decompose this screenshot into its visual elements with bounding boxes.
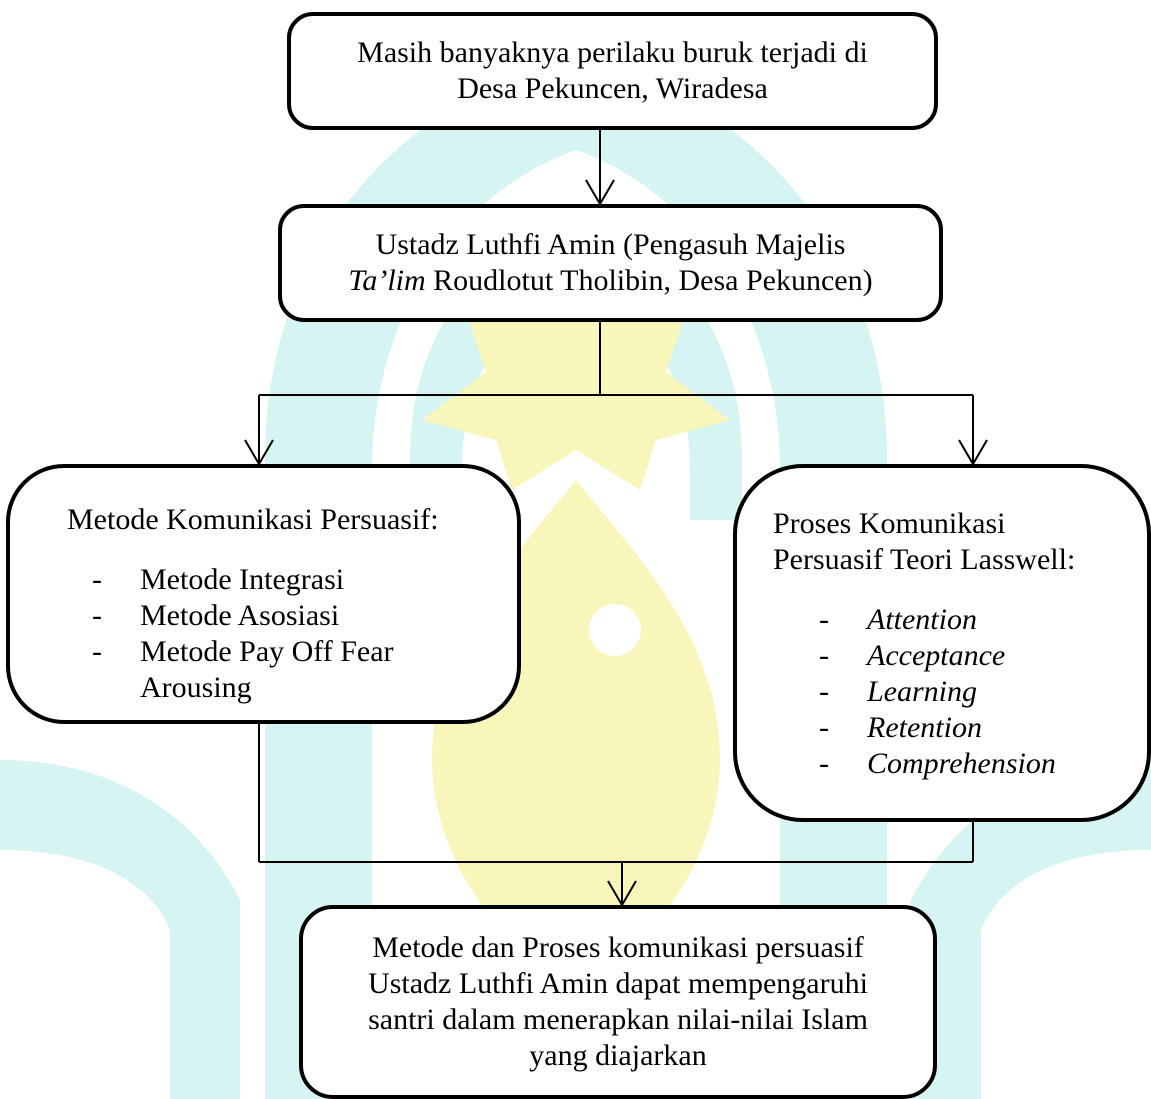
ustadz-line-2: Ta’lim Roudlotut Tholibin, Desa Pekuncen…: [282, 263, 939, 299]
process-item-text: Learning: [867, 675, 978, 708]
method-item-text: Arousing: [140, 671, 252, 704]
ustadz-line-2-italic: Ta’lim: [348, 264, 426, 297]
process-box: Proses Komunikasi Persuasif Teori Lasswe…: [733, 464, 1151, 822]
list-dash: -: [92, 599, 102, 632]
process-item-text: Retention: [867, 711, 982, 744]
method-box: Metode Komunikasi Persuasif: - Metode Int…: [6, 464, 521, 724]
process-heading-line-2: Persuasif Teori Lasswell:: [773, 543, 1076, 576]
list-dash: -: [819, 639, 829, 672]
method-item-text: Metode Integrasi: [140, 563, 345, 596]
method-heading: Metode Komunikasi Persuasif:: [67, 503, 439, 536]
problem-line-2: Desa Pekuncen, Wiradesa: [457, 72, 768, 105]
list-dash: -: [92, 635, 102, 668]
result-line-4: yang diajarkan: [529, 1039, 707, 1072]
result-line-2: Ustadz Luthfi Amin dapat mempengaruhi: [368, 967, 868, 1000]
process-item-text: Attention: [867, 603, 977, 636]
method-item-text: Metode Asosiasi: [140, 599, 340, 632]
process-heading-line-1: Proses Komunikasi: [773, 507, 1006, 540]
result-line-3: santri dalam menerapkan nilai-nilai Isla…: [368, 1003, 868, 1036]
ustadz-line-1: Ustadz Luthfi Amin (Pengasuh Majelis: [375, 228, 846, 261]
result-box: Metode dan Proses komunikasi persuasif U…: [299, 905, 937, 1099]
process-item-text: Comprehension: [867, 747, 1056, 780]
list-dash: -: [819, 603, 829, 636]
list-dash: -: [819, 747, 829, 780]
list-dash: -: [819, 675, 829, 708]
ustadz-box: Ustadz Luthfi Amin (Pengasuh Majelis Ta’…: [278, 204, 943, 322]
process-item-text: Acceptance: [867, 639, 1006, 672]
problem-box: Masih banyaknya perilaku buruk terjadi d…: [287, 12, 938, 130]
list-dash: -: [92, 563, 102, 596]
list-dash: -: [819, 711, 829, 744]
ustadz-line-2-rest: Roudlotut Tholibin, Desa Pekuncen): [425, 264, 873, 297]
result-line-1: Metode dan Proses komunikasi persuasif: [372, 931, 864, 964]
method-item-text: Metode Pay Off Fear: [140, 635, 394, 668]
problem-line-1: Masih banyaknya perilaku buruk terjadi d…: [357, 36, 868, 69]
